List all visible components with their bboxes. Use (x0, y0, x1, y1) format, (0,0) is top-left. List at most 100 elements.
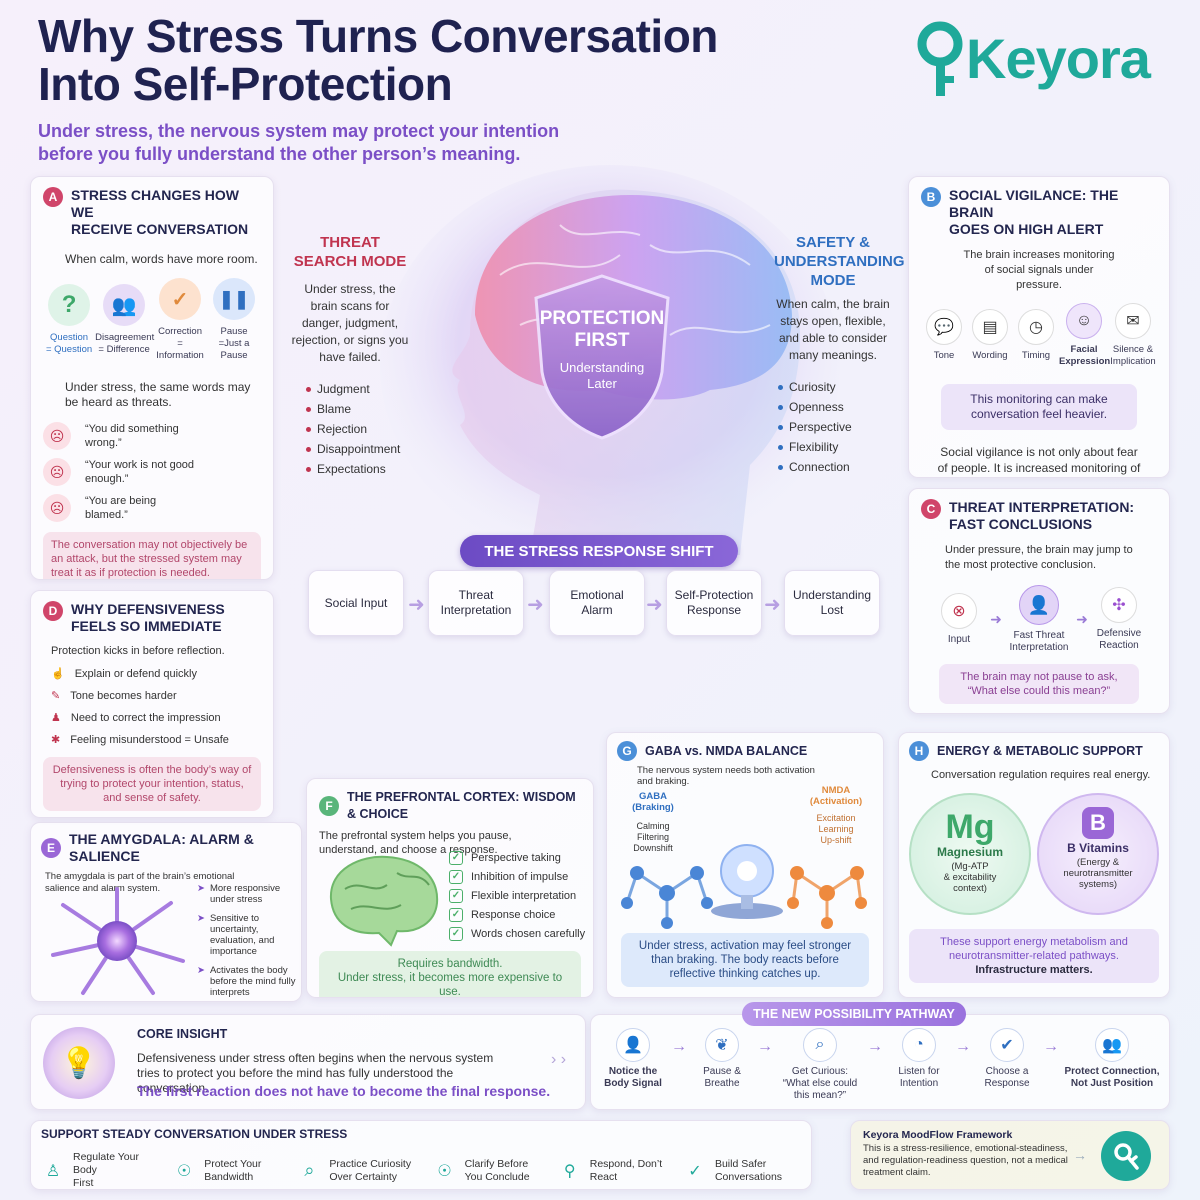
section-g-desc: The nervous system needs both activation… (637, 765, 815, 787)
head-icon: ☉ (177, 1162, 192, 1180)
section-h-letter: H (909, 741, 929, 761)
section-c-desc: Under pressure, the brain may jump to th… (945, 544, 1133, 571)
support-title: SUPPORT STEADY CONVERSATION UNDER STRESS (41, 1127, 348, 1141)
defend-icon: ☝ (51, 668, 65, 680)
keyora-badge-icon (1101, 1131, 1151, 1181)
flow-step-self-protection: Self-Protection Response (666, 570, 762, 636)
pathway-step: 👤Notice the Body Signal (600, 1028, 666, 1090)
checkbox-icon: ✓ (449, 851, 463, 865)
face-icon: ☺ (1066, 303, 1102, 339)
shield-icon: ✣ (1100, 587, 1137, 623)
pause-icon: ❚❚ (213, 278, 256, 320)
prefrontal-brain-illustration (329, 855, 439, 947)
section-g-title: GABA vs. NMDA BALANCE (645, 743, 808, 758)
page-subtitle: Under stress, the nervous system may pro… (38, 120, 559, 166)
section-g-note: Under stress, activation may feel strong… (621, 933, 869, 987)
icon-question: ?Question = Question (43, 284, 95, 356)
section-a-letter: A (43, 187, 63, 207)
arrow-icon: ➜ (1076, 611, 1088, 627)
mg-symbol: Mg (945, 808, 995, 846)
pathway-banner: THE NEW POSSIBILITY PATHWAY (742, 1002, 966, 1026)
lungs-icon: ❦ (705, 1028, 739, 1062)
step-input: ⊗Input (929, 593, 989, 646)
flow-step-threat-interpretation: Threat Interpretation (428, 570, 524, 636)
gaba-label: GABA (Braking) Calming Filtering Downshi… (632, 791, 674, 853)
threat-item: Expectations (306, 462, 410, 476)
section-f-note: Requires bandwidth.Under stress, it beco… (319, 951, 581, 997)
support-item: ☉Clarify Before You Conclude (433, 1151, 551, 1189)
signal-timing: ◷Timing (1013, 309, 1059, 362)
brand-name: Keyora (966, 26, 1151, 90)
threat-mode-list: Judgment Blame Rejection Disappointment … (306, 382, 410, 476)
b-desc: (Energy & neurotransmitter systems) (1063, 857, 1133, 890)
checkbox-icon: ✓ (449, 908, 463, 922)
section-b-letter: B (921, 187, 941, 207)
core-insight-card: 💡 CORE INSIGHT Defensiveness under stres… (30, 1014, 586, 1110)
framework-desc: This is a stress-resilience, emotional-s… (863, 1143, 1068, 1178)
subtitle-line-2: before you fully understand the other pe… (38, 144, 521, 164)
section-a-icons: ?Question = Question 👥Disagreement = Dif… (43, 278, 261, 362)
section-b-icons: 💬Tone ▤Wording ◷Timing ☺Facial Expressio… (921, 303, 1157, 368)
safety-mode-desc: When calm, the brain stays open, flexibl… (776, 297, 890, 362)
pathway-step: ❦Pause & Breathe (692, 1028, 752, 1090)
shield-text: PROTECTION FIRST Understanding Later (530, 308, 674, 392)
section-b-desc: The brain increases monitoring of social… (963, 249, 1115, 291)
magnifier-icon: ⌕ (304, 1160, 315, 1180)
person-icon: 👤 (1018, 585, 1059, 625)
check-icon: ✔ (990, 1028, 1024, 1062)
speech-icon: 💬 (926, 309, 962, 345)
people-icon: 👥 (103, 284, 146, 326)
checkbox-icon: ✓ (449, 889, 463, 903)
shield-line-3: Understanding (559, 360, 645, 375)
threat-mode-title: THREAT SEARCH MODE (293, 234, 407, 270)
b-symbol-badge: B (1082, 807, 1114, 839)
pin-icon: ⚲ (563, 1162, 576, 1180)
person-icon: ♙ (45, 1162, 61, 1180)
section-d-desc: Protection kicks in before reflection. (51, 645, 225, 657)
section-e-desc: The amygdala is part of the brain’s emot… (45, 871, 235, 894)
section-c-steps: ⊗Input ➜ 👤Fast Threat Interpretation ➜ ✣… (921, 585, 1157, 654)
quote-item: ☹“You did something wrong.” (43, 422, 261, 450)
check-icon: ✓ (159, 278, 202, 320)
people-icon: 👥 (1095, 1028, 1129, 1062)
quote-item: ☹“Your work is not good enough.” (43, 458, 261, 486)
shield-line-4: Later (587, 376, 617, 391)
pfc-item: ✓Words chosen carefully (449, 927, 585, 941)
ear-icon: ◔ (902, 1028, 936, 1062)
section-d-letter: D (43, 601, 63, 621)
flow-arrow-icon: ➜ (408, 594, 425, 616)
gaba-nmda-balance-illustration (621, 844, 867, 929)
framework-card: Keyora MoodFlow Framework This is a stre… (850, 1120, 1170, 1190)
flow-arrow-icon: ➜ (527, 594, 544, 616)
amygdala-neuron-illustration (51, 887, 185, 995)
icon-disagreement: 👥Disagreement = Difference (95, 284, 154, 356)
section-c-card: C THREAT INTERPRETATION:FAST CONCLUSIONS… (908, 488, 1170, 714)
b-name: B Vitamins (1067, 841, 1129, 855)
section-h-desc: Conversation regulation requires real en… (931, 769, 1151, 781)
step-defensive: ✣Defensive Reaction (1089, 587, 1149, 652)
head-icon: ☉ (437, 1162, 452, 1180)
support-item: ☉Protect Your Bandwidth (172, 1151, 290, 1189)
keyora-key-icon (917, 21, 963, 96)
safety-item: Perspective (778, 420, 892, 434)
threat-item: Blame (306, 402, 410, 416)
defense-item: ✎Tone becomes harder (51, 690, 177, 702)
section-e-title: THE AMYGDALA: ALARM & SALIENCE (69, 831, 254, 864)
flow-step-social-input: Social Input (308, 570, 404, 636)
mg-name: Magnesium (936, 845, 1003, 859)
safety-mode-list: Curiosity Openness Perspective Flexibili… (778, 380, 892, 474)
pathway-step: ⌕Get Curious: “What else could this mean… (778, 1028, 862, 1102)
arrow-icon: ➜ (990, 611, 1002, 627)
page-title: Why Stress Turns Conversation Into Self-… (38, 12, 718, 108)
signal-wording: ▤Wording (967, 309, 1013, 362)
section-d-note: Defensiveness is often the body’s way of… (43, 757, 261, 811)
signal-tone: 💬Tone (921, 309, 967, 362)
section-e-card: E THE AMYGDALA: ALARM & SALIENCE The amy… (30, 822, 302, 1002)
flow-step-understanding-lost: Understanding Lost (784, 570, 880, 636)
lightbulb-icon: 💡 (43, 1027, 115, 1099)
